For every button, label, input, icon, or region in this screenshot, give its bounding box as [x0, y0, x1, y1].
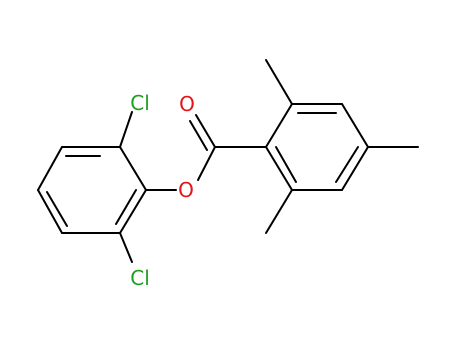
methyl-bottom-bond — [265, 189, 293, 234]
ring-b-bond-6 — [265, 146, 293, 191]
ring-a-bond-3-inner — [46, 191, 68, 227]
ring-a-bond-6 — [119, 146, 147, 191]
ring-b-bond-6-inner — [275, 146, 297, 183]
ring-a-bond-5-inner — [115, 189, 137, 225]
chlorine-top-bond — [119, 111, 133, 148]
ring-a-bond-3 — [37, 189, 63, 234]
chlorine-bottom-label: Cl — [130, 266, 150, 290]
dichlorophenyl-ring — [37, 111, 147, 263]
ring-b-bond-4 — [341, 146, 369, 191]
ring-b-bond-4-inner — [335, 146, 359, 183]
chlorine-top-label: Cl — [130, 91, 150, 115]
carbonyl-double-bond-2 — [189, 120, 208, 151]
chlorine-bottom-bond — [119, 232, 133, 263]
ring-a-bond-2 — [37, 146, 63, 191]
ester-oxygen-bond-right — [197, 146, 216, 181]
trimethylphenyl-ring — [265, 59, 419, 234]
carbonyl-oxygen-label: O — [179, 92, 195, 116]
carbonyl-double-bond-1 — [195, 114, 216, 148]
ring-b-bond-3 — [341, 103, 369, 148]
ester-oxygen-label: O — [178, 178, 194, 202]
ring-a-bond-5 — [119, 189, 147, 234]
ring-b-bond-1 — [265, 103, 293, 148]
ester-linkage — [145, 114, 267, 191]
methyl-top-bond — [265, 59, 293, 105]
